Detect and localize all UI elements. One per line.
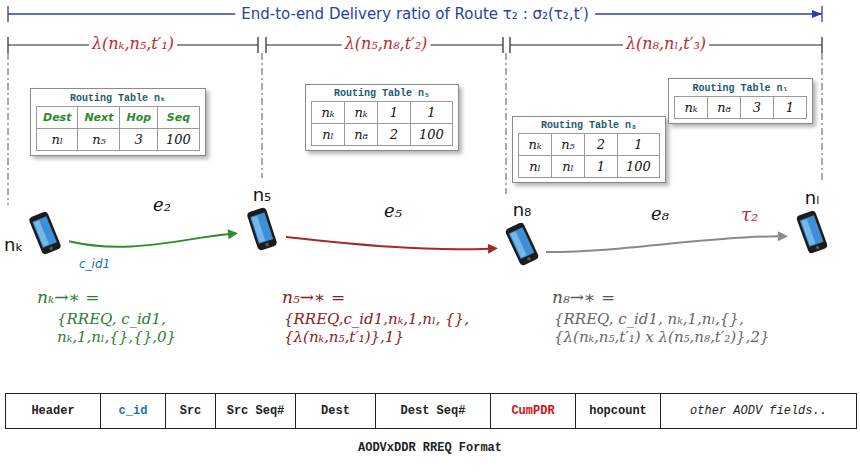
diagram-title: End-to-end Delivery ratio of Route τ₂ : … [235,5,595,23]
table-title: Routing Table nₖ [31,89,205,106]
diagram-caption: AODVxDDR RREQ Format [355,441,505,455]
table-cell: n₈ [345,124,377,145]
annotation-label: nₖ→∗ = [34,287,103,307]
annotation-label: c_id1 [76,257,113,271]
table-cell: nₗ [519,156,551,177]
edge-connector [286,237,498,254]
format-field: c_id [101,394,166,428]
format-field: Header [6,394,101,428]
table-cell: 1 [618,134,659,155]
table-cell: nₖ [675,97,707,118]
table-title: Routing Table n₈ [513,117,665,133]
format-field: hopcount [576,394,661,428]
node-label: n₅ [253,185,272,206]
mobile-node: n₈ [500,200,544,267]
arrow-head [778,231,788,241]
annotation-label: λ(nₖ,n₅,t′₁) [89,34,177,53]
table-cell: n₅ [552,134,584,155]
table-cell: 1 [378,102,410,123]
format-field: other AODV fields.. [661,394,856,428]
table-header-cell: Seq [158,107,199,128]
edge-label: e₂ [150,194,174,216]
table-cell: nₗ [37,129,77,150]
annotation-label: {RREQ, c_id1, nₖ,1,nₗ,{},{},0} [54,310,202,346]
table-cell: n₅ [78,129,119,150]
table-title: Routing Table n₅ [306,85,458,101]
mobile-node: n₅ [240,185,284,252]
table-cell: n₈ [708,97,740,118]
annotation-label: λ(n₅,n₈,t′₂) [342,34,431,53]
edge-connector [69,229,238,247]
table-header-cell: Hop [120,107,157,128]
format-field: Dest [296,394,376,428]
format-field: Src Seq# [216,394,296,428]
table-cell: 100 [411,124,452,145]
table-cell: 2 [585,134,617,155]
table-title: Routing Table nₗ [669,79,812,96]
table-cell: nₖ [519,134,551,155]
table-header-cell: Next [78,107,119,128]
table-grid: DestNextHopSeq nₗn₅3100 [36,106,200,151]
table-cell: 1 [774,97,806,118]
table-cell: nₗ [552,156,584,177]
mobile-node: nₗ [790,188,834,255]
edge-line [286,237,490,249]
phone-icon [240,206,284,252]
phone-icon [23,210,67,256]
phone-icon [790,209,834,255]
table-cell: 100 [158,129,199,150]
phone-icon [500,221,544,267]
table-cell: nₗ [312,124,344,145]
node-label: nₗ [805,188,819,209]
table-cell: nₖ [345,102,377,123]
table-cell: 1 [585,156,617,177]
annotation-label: {RREQ,c_id1,nₖ,1,nₗ, {},{λ(nₖ,n₅,t′₁)},1… [281,310,509,346]
edge-line [546,236,780,252]
edge-line [69,234,230,247]
packet-format-band: Headerc_idSrcSrc Seq#DestDest Seq#CumPDR… [5,393,857,429]
table-cell: 3 [741,97,773,118]
node-label: nₖ [4,235,23,256]
format-field: Dest Seq# [376,394,491,428]
table-cell: 3 [120,129,157,150]
annotation-label: {RREQ, c_id1, nₖ,1,nₗ,{}, {λ(nₖ,n₅,t′₁) … [551,310,825,346]
table-grid: nₖn₅21nₗnₗ1100 [518,133,660,178]
divider-lines [8,53,822,205]
annotation-label: τ₂ [738,204,761,226]
annotation-label: n₅→∗ = [279,287,348,307]
mobile-node: nₖ [4,210,67,256]
annotation-label: λ(n₈,nₗ,t′₃) [623,34,709,53]
routing-table: Routing Table n₈nₖn₅21nₗnₗ1100 [512,116,666,183]
node-label: n₈ [513,200,532,221]
edge-label: e₅ [381,200,405,222]
table-header-cell: Dest [37,107,77,128]
routing-table: Routing Table n₅nₖnₖ11nₗn₈2100 [305,84,459,151]
table-cell: nₖ [312,102,344,123]
span-bracket [8,6,822,22]
table-cell: 100 [618,156,659,177]
edge-label: e₈ [648,203,672,225]
routing-table: Routing Table nₖDestNextHopSeq nₗn₅3100 [30,88,206,156]
format-field: Src [166,394,216,428]
arrow-head [488,244,498,254]
edge-connector [546,231,788,252]
table-grid: nₖnₖ11nₗn₈2100 [311,101,453,146]
routing-table: Routing Table nₗnₖn₈31 [668,78,813,124]
table-cell: 1 [411,102,452,123]
table-cell: 2 [378,124,410,145]
table-grid: nₖn₈31 [674,96,807,119]
format-field: CumPDR [491,394,576,428]
arrow-head [228,229,238,239]
annotation-label: n₈→∗ = [549,287,618,307]
